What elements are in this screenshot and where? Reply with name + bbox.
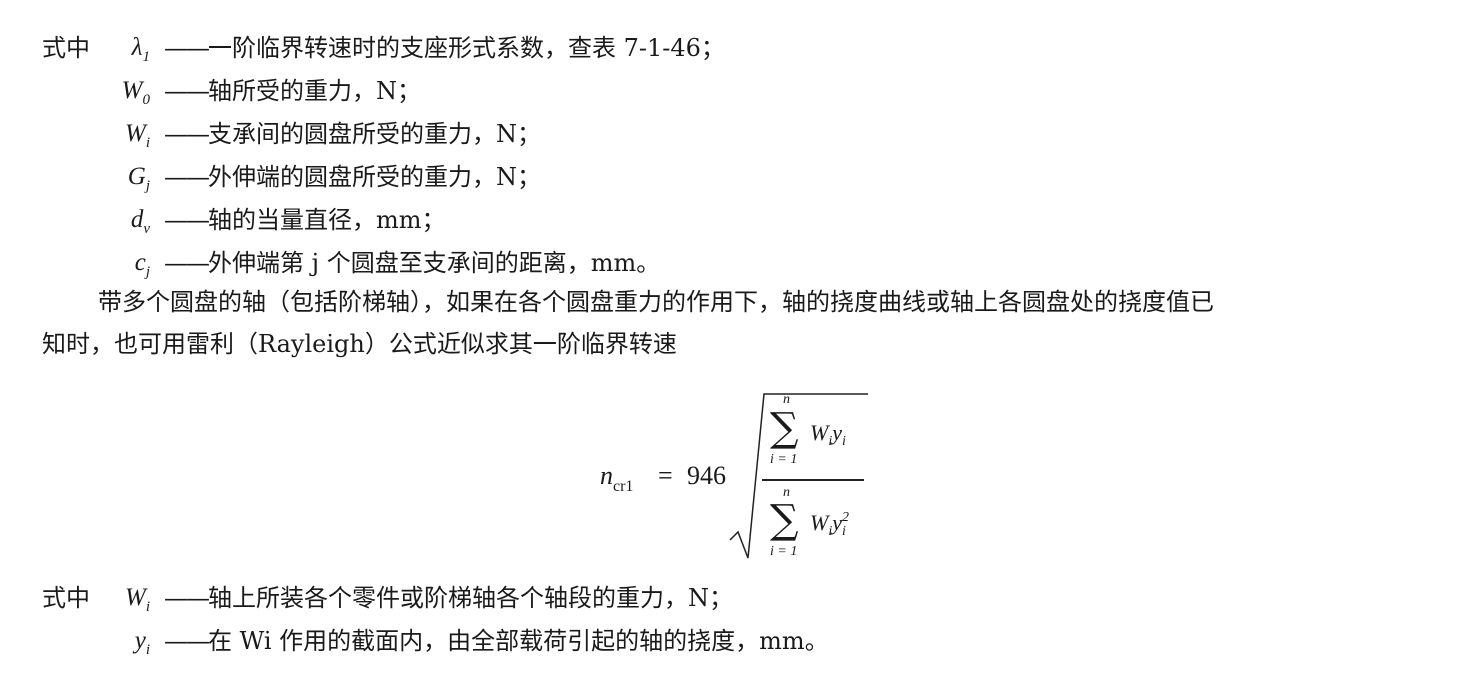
denominator-term: Wiy2i	[810, 510, 849, 539]
definition-text: 支承间的圆盘所受的重力，N；	[208, 120, 541, 148]
where-label: 式中	[42, 584, 90, 612]
definition-text: 轴上所装各个零件或阶梯轴各个轴段的重力，N；	[208, 584, 733, 612]
symbol-dv: dv	[130, 206, 150, 237]
dash: ——	[164, 77, 210, 105]
where-label: 式中	[42, 34, 90, 62]
symbol-cj: cj	[134, 249, 150, 280]
formula-coefficient: 946	[687, 461, 726, 490]
definition-text: 一阶临界转速时的支座形式系数，查表 7-1-46；	[208, 34, 725, 62]
dash: ——	[164, 584, 210, 612]
dash: ——	[164, 249, 210, 277]
denominator-lower-limit: i = 1	[770, 544, 798, 559]
definition-text: 外伸端的圆盘所受的重力，N；	[208, 163, 541, 191]
numerator-lower-limit: i = 1	[770, 452, 798, 467]
rayleigh-formula: ncr1 = 946 n ∑ i = 1 Wiyi n ∑ i = 1 Wiy2…	[600, 388, 880, 568]
dash: ——	[164, 120, 210, 148]
dash: ——	[164, 34, 210, 62]
formula-equals: =	[658, 461, 673, 490]
dash: ——	[164, 627, 210, 655]
definition-text: 轴所受的重力，N；	[208, 77, 421, 105]
formula-lhs: ncr1	[600, 461, 634, 495]
paragraph-line-1: 带多个圆盘的轴（包括阶梯轴），如果在各个圆盘重力的作用下，轴的挠度曲线或轴上各圆…	[98, 288, 1214, 316]
denominator-sum-symbol: ∑	[770, 497, 799, 543]
radical-sign	[729, 393, 868, 559]
symbol-W0: W0	[121, 77, 150, 108]
definition-text: 在 Wi 作用的截面内，由全部载荷引起的轴的挠度，mm。	[208, 627, 829, 655]
fraction-bar	[762, 479, 864, 481]
numerator-term: Wiyi	[810, 420, 846, 449]
symbol-lambda1: λ1	[131, 34, 150, 65]
numerator-upper-limit: n	[783, 392, 790, 407]
numerator-sum-symbol: ∑	[770, 405, 799, 451]
definition-text: 外伸端第 j 个圆盘至支承间的距离，mm。	[208, 249, 661, 277]
symbol-yi: yi	[134, 627, 150, 658]
denominator-upper-limit: n	[783, 485, 790, 500]
symbol-Gj: Gj	[127, 163, 150, 194]
paragraph-line-2: 知时，也可用雷利（Rayleigh）公式近似求其一阶临界转速	[42, 330, 677, 358]
dash: ——	[164, 206, 210, 234]
definition-text: 轴的当量直径，mm；	[208, 206, 446, 234]
dash: ——	[164, 163, 210, 191]
symbol-Wi: Wi	[125, 120, 150, 151]
symbol-Wi: Wi	[125, 584, 150, 615]
